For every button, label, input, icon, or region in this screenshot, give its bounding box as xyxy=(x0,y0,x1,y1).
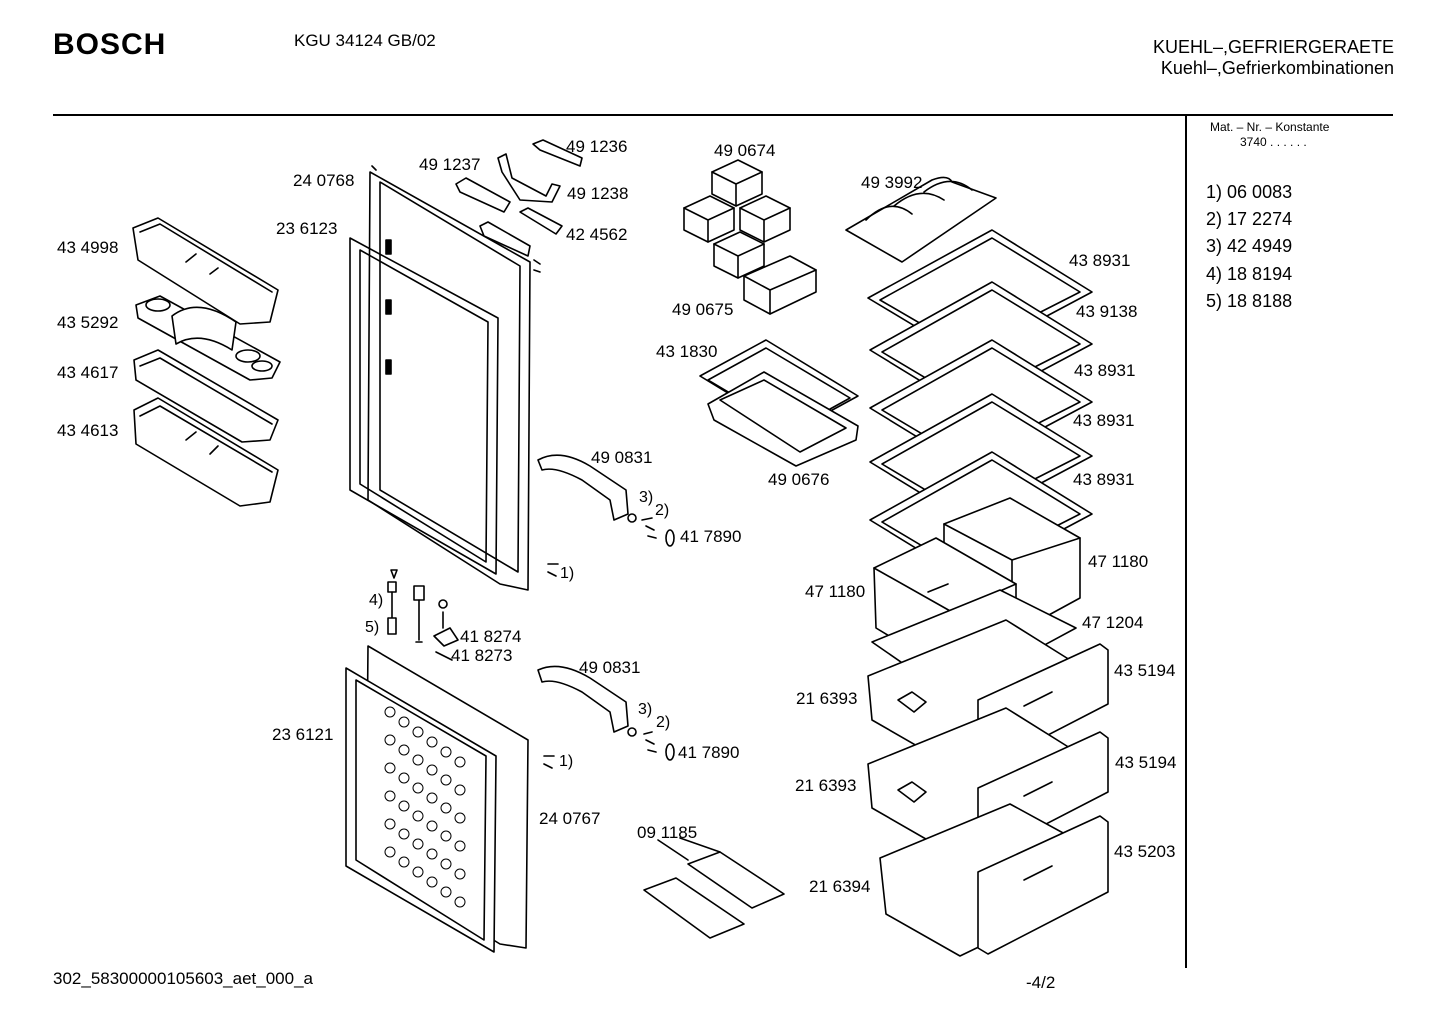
part-label: 49 1236 xyxy=(566,137,628,156)
part-label: 49 0831 xyxy=(591,448,653,467)
part-label: 43 8931 xyxy=(1069,251,1131,270)
part-label: 43 8931 xyxy=(1073,470,1135,489)
header-divider xyxy=(53,114,1393,116)
part-label: 24 0767 xyxy=(539,809,601,828)
part-label: 49 0674 xyxy=(714,141,776,160)
constant-item: 5) 18 8188 xyxy=(1206,291,1293,311)
part-label: 21 6393 xyxy=(796,689,858,708)
constant-item: 1) 06 0083 xyxy=(1206,182,1293,202)
part-label: 49 0831 xyxy=(579,658,641,677)
constant-item: 4) 18 8194 xyxy=(1206,264,1293,284)
part-label: 23 6121 xyxy=(272,725,334,744)
part-label: 43 5203 xyxy=(1114,842,1176,861)
part-label: 09 1185 xyxy=(637,823,698,842)
part-label: 21 6394 xyxy=(809,877,871,896)
door-shelf-435292 xyxy=(135,295,281,381)
category-subtitle: Kuehl–,Gefrierkombinationen xyxy=(1160,58,1394,78)
reference-number: 1) xyxy=(559,753,574,770)
part-label: 49 0676 xyxy=(768,470,830,489)
page-number: -4/2 xyxy=(1026,973,1056,992)
part-label: 21 6393 xyxy=(795,776,857,795)
door-handle-490831-lower xyxy=(537,665,675,769)
part-label: 43 4613 xyxy=(57,421,119,440)
constant-item: 3) 42 4949 xyxy=(1206,236,1293,256)
part-label: 43 5194 xyxy=(1115,753,1177,772)
part-label: 41 7890 xyxy=(678,743,740,762)
part-label: 49 1238 xyxy=(567,184,629,203)
door-trim-parts xyxy=(455,139,583,257)
reference-number: 3) xyxy=(638,701,653,718)
door-shelf-434998 xyxy=(132,217,279,325)
category-title: KUEHL–,GEFRIERGERAETE xyxy=(1152,37,1394,57)
part-label: 23 6123 xyxy=(276,219,338,238)
brand-logo: BOSCH xyxy=(53,28,167,61)
hinge-parts xyxy=(387,569,459,661)
material-constant: 3740 . . . . . . xyxy=(1240,135,1307,149)
small-containers-490674 xyxy=(683,159,817,315)
part-label: 43 5292 xyxy=(57,313,119,332)
part-label: 43 8931 xyxy=(1074,361,1136,380)
reference-number: 2) xyxy=(656,714,671,731)
part-label: 24 0768 xyxy=(293,171,355,190)
part-label: 47 1180 xyxy=(1088,552,1149,571)
part-label: 43 4998 xyxy=(57,238,119,257)
part-label: 49 0675 xyxy=(672,300,734,319)
chiller-drawer-490676 xyxy=(707,371,859,467)
part-label: 41 7890 xyxy=(680,527,742,546)
model-number: KGU 34124 GB/02 xyxy=(294,31,436,50)
freezer-door-236121 xyxy=(345,645,529,953)
fridge-door-236123 xyxy=(349,165,541,591)
part-label: 47 1204 xyxy=(1082,613,1144,632)
reference-number: 1) xyxy=(560,565,575,582)
part-label: 47 1180 xyxy=(805,582,866,601)
door-shelf-434613 xyxy=(133,397,279,507)
part-label: 43 4617 xyxy=(57,363,119,382)
part-label: 43 5194 xyxy=(1114,661,1176,680)
reference-number: 4) xyxy=(369,592,384,609)
ice-cube-trays-091185 xyxy=(643,837,785,939)
part-label: 43 9138 xyxy=(1076,302,1138,321)
part-label: 49 1237 xyxy=(419,155,481,174)
sidebar-divider xyxy=(1185,116,1187,968)
reference-number: 3) xyxy=(639,489,654,506)
part-label: 43 1830 xyxy=(656,342,718,361)
part-label: 41 8273 xyxy=(451,646,513,665)
material-number-heading: Mat. – Nr. – Konstante xyxy=(1210,120,1330,134)
reference-number: 5) xyxy=(365,619,380,636)
reference-number: 2) xyxy=(655,502,670,519)
part-label: 49 3992 xyxy=(861,173,923,192)
bottle-rack-493992 xyxy=(845,176,997,263)
document-id: 302_58300000105603_aet_000_a xyxy=(53,969,313,988)
door-handle-490831-upper xyxy=(537,454,675,577)
freezer-drawer-lower xyxy=(879,803,1109,957)
constant-item: 2) 17 2274 xyxy=(1206,209,1293,229)
part-label: 41 8274 xyxy=(460,627,522,646)
part-label: 43 8931 xyxy=(1073,411,1135,430)
part-label: 42 4562 xyxy=(566,225,628,244)
door-shelf-434617 xyxy=(133,349,279,443)
